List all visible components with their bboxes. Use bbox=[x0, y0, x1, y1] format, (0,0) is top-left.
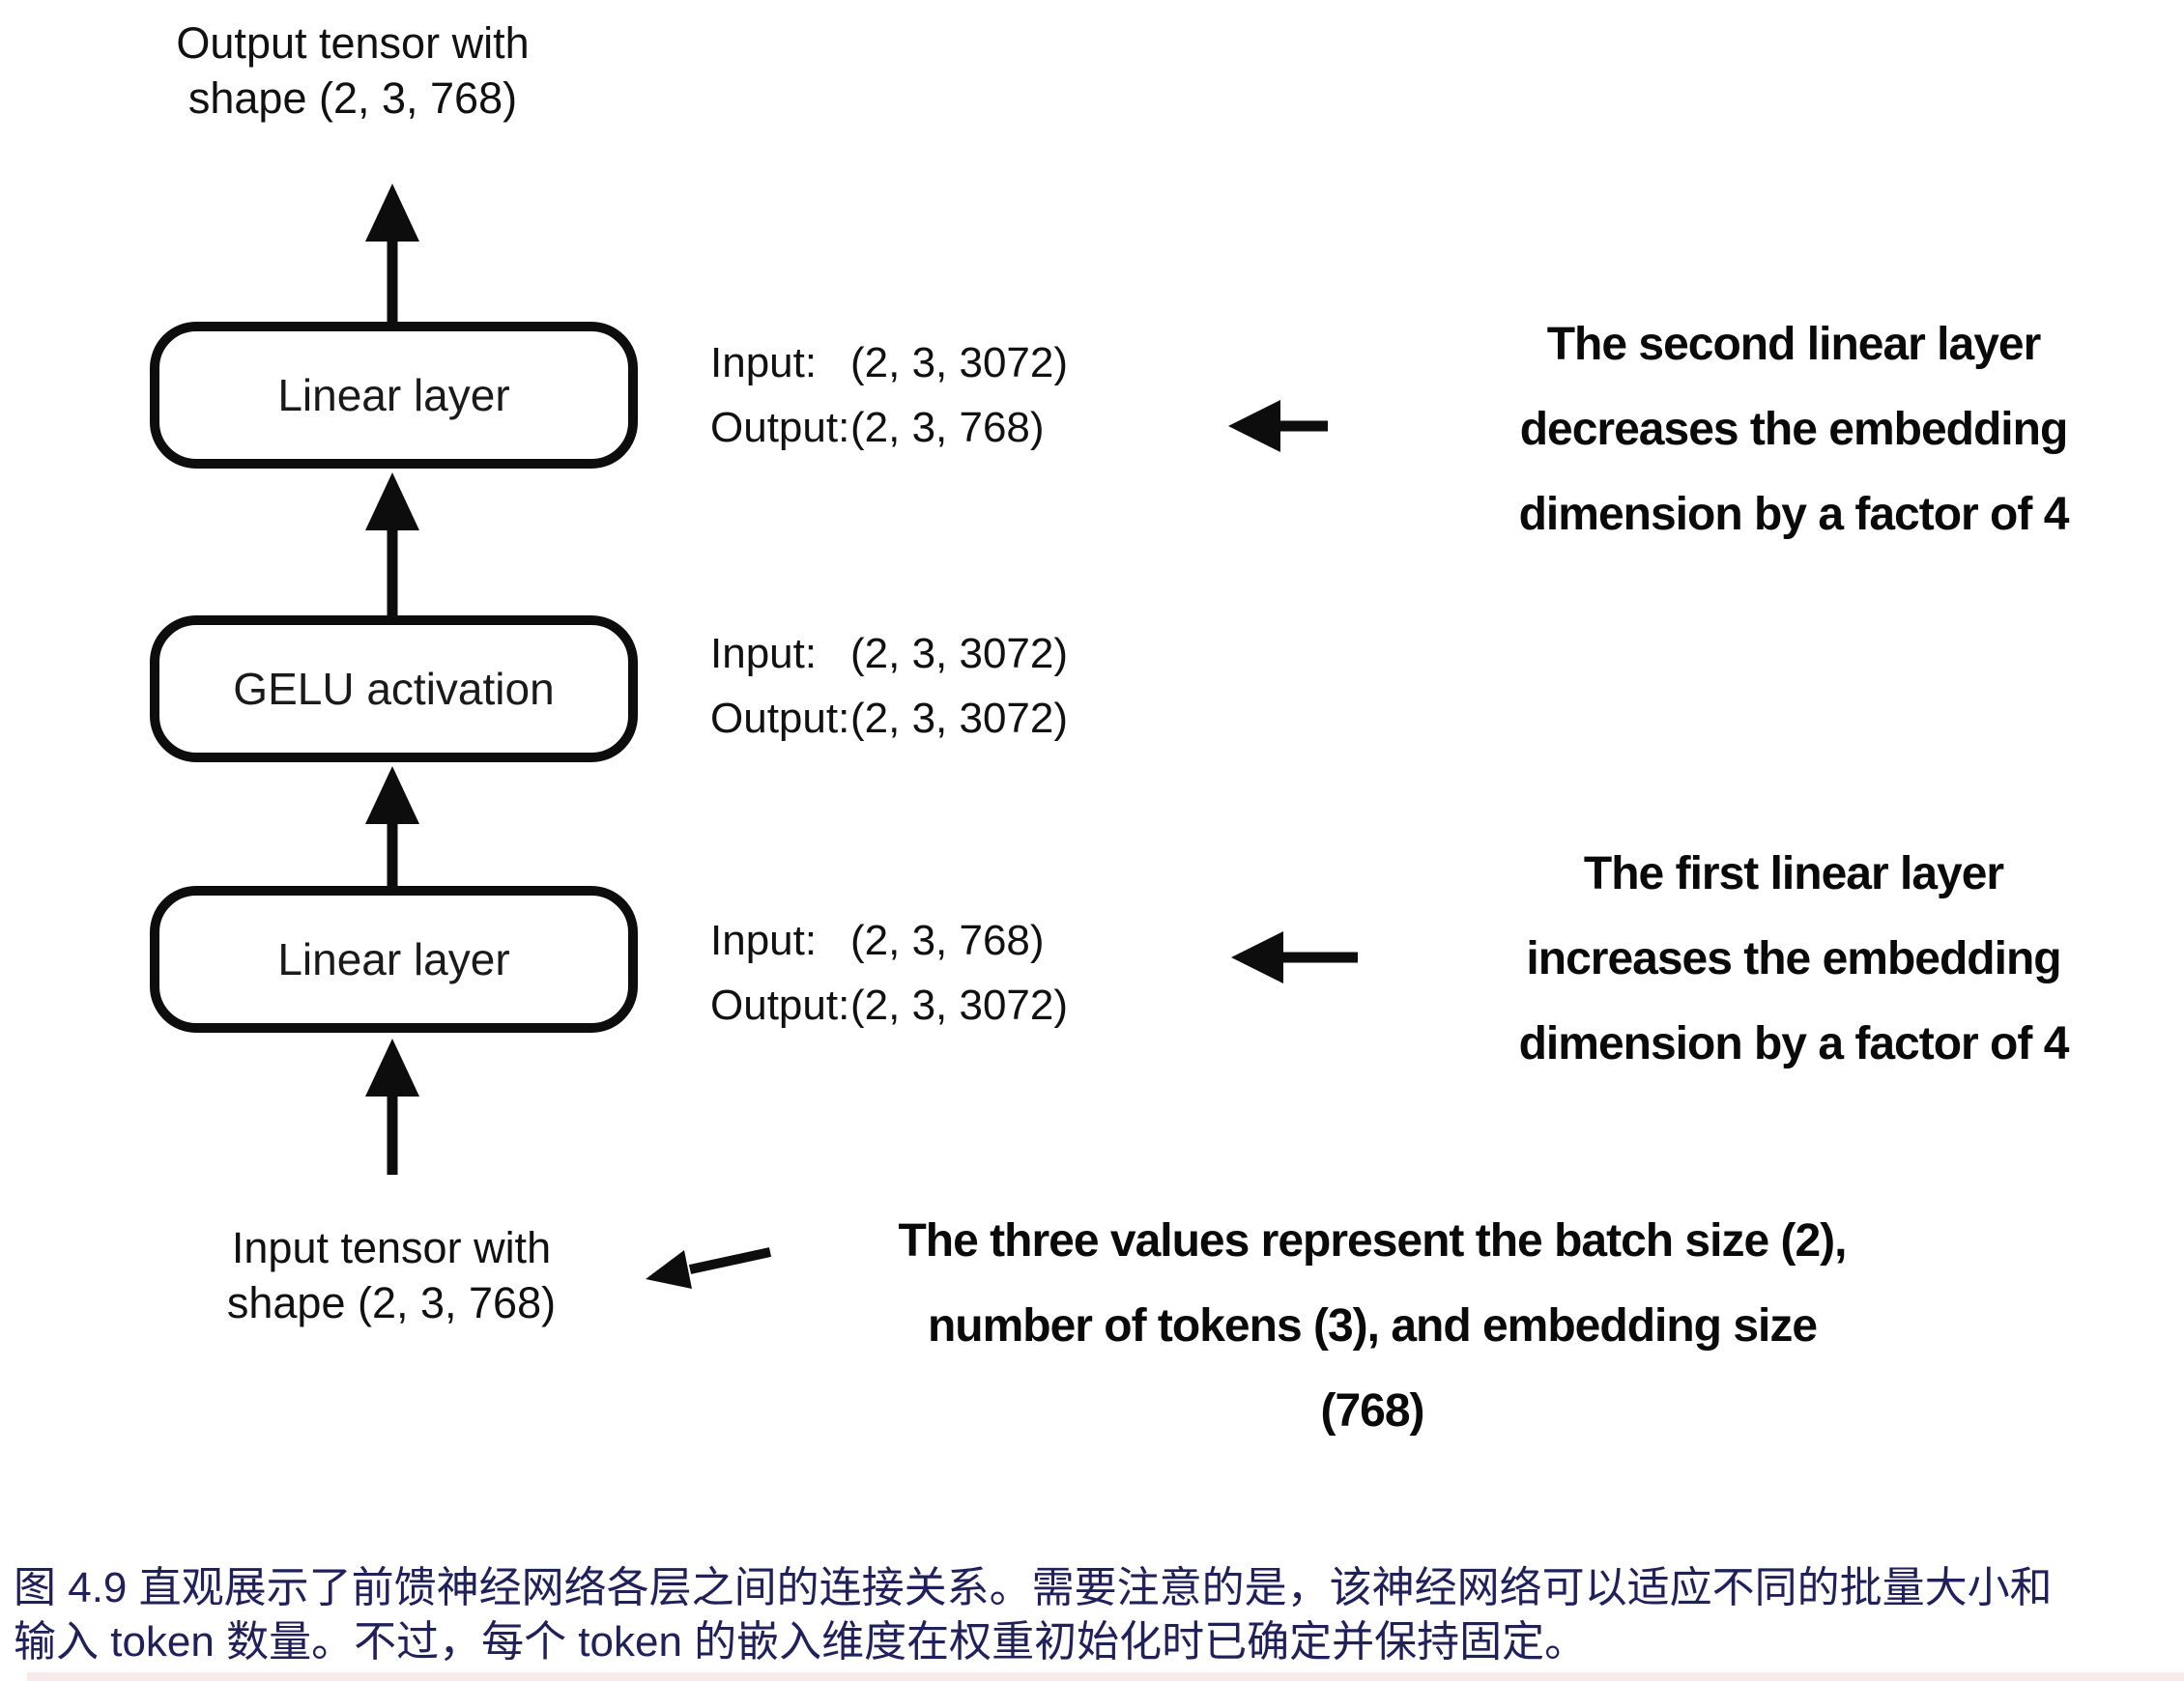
input-tensor-label-line1: Input tensor with bbox=[231, 1223, 552, 1272]
io-row: Input: (2, 3, 768) bbox=[710, 908, 1068, 973]
io-input-value: (2, 3, 3072) bbox=[850, 630, 1069, 677]
annotation-line: dimension by a factor of 4 bbox=[1518, 1018, 2070, 1069]
annotation-second-linear-layer: The second linear layer decreases the em… bbox=[1450, 302, 2138, 557]
linear-layer-1-label: Linear layer bbox=[277, 934, 510, 984]
io-row: Output: (2, 3, 3072) bbox=[710, 686, 1068, 751]
annotation-three-values: The three values represent the batch siz… bbox=[783, 1199, 1962, 1454]
annotation-line: The second linear layer bbox=[1546, 319, 2042, 370]
io-input-label: Input: bbox=[710, 917, 818, 964]
linear-layer-2-box: Linear layer bbox=[150, 322, 638, 469]
io-shapes-linear2: Input: (2, 3, 3072) Output: (2, 3, 768) bbox=[710, 330, 1068, 460]
io-row: Output: (2, 3, 768) bbox=[710, 395, 1068, 460]
arrow-annotation-first-linear-icon bbox=[1231, 931, 1358, 983]
io-output-value: (2, 3, 3072) bbox=[850, 982, 1069, 1029]
linear-layer-1-box: Linear layer bbox=[150, 886, 638, 1033]
annotation-line: number of tokens (3), and embedding size bbox=[927, 1300, 1818, 1352]
gelu-activation-box: GELU activation bbox=[150, 615, 638, 762]
figure-caption-line2: 输入 token 数量。不过，每个 token 的嵌入维度在权重初始化时已确定并… bbox=[14, 1618, 1588, 1666]
output-tensor-label-line1: Output tensor with bbox=[176, 18, 530, 68]
linear-layer-2-label: Linear layer bbox=[277, 370, 510, 420]
input-tensor-label: Input tensor with shape (2, 3, 768) bbox=[130, 1220, 652, 1330]
arrow-up-to-output-icon bbox=[365, 184, 419, 322]
output-tensor-label: Output tensor with shape (2, 3, 768) bbox=[92, 15, 614, 126]
annotation-line: increases the embedding bbox=[1526, 933, 2061, 984]
annotation-line: (768) bbox=[1320, 1385, 1424, 1437]
io-output-label: Output: bbox=[710, 695, 850, 742]
annotation-line: The three values represent the batch siz… bbox=[898, 1215, 1847, 1267]
bottom-highlight-strip bbox=[27, 1672, 2184, 1681]
io-shapes-linear1: Input: (2, 3, 768) Output: (2, 3, 3072) bbox=[710, 908, 1068, 1038]
io-output-value: (2, 3, 768) bbox=[850, 404, 1045, 451]
arrow-annotation-second-linear-icon bbox=[1228, 400, 1328, 452]
input-tensor-label-line2: shape (2, 3, 768) bbox=[226, 1278, 557, 1327]
io-output-value: (2, 3, 3072) bbox=[850, 695, 1069, 742]
io-row: Input: (2, 3, 3072) bbox=[710, 621, 1068, 686]
io-input-value: (2, 3, 768) bbox=[850, 917, 1045, 964]
io-input-label: Input: bbox=[710, 339, 818, 386]
figure-caption-line1: 图 4.9 直观展示了前馈神经网络各层之间的连接关系。需要注意的是，该神经网络可… bbox=[14, 1564, 2053, 1611]
io-row: Input: (2, 3, 3072) bbox=[710, 330, 1068, 395]
io-shapes-gelu: Input: (2, 3, 3072) Output: (2, 3, 3072) bbox=[710, 621, 1068, 751]
io-input-label: Input: bbox=[710, 630, 818, 677]
arrow-annotation-input-tensor-icon bbox=[646, 1247, 772, 1289]
figure-caption: 图 4.9 直观展示了前馈神经网络各层之间的连接关系。需要注意的是，该神经网络可… bbox=[14, 1561, 2170, 1669]
arrow-gelu-to-linear2-icon bbox=[365, 472, 419, 617]
annotation-first-linear-layer: The first linear layer increases the emb… bbox=[1450, 832, 2138, 1087]
gelu-activation-label: GELU activation bbox=[233, 664, 555, 714]
io-input-value: (2, 3, 3072) bbox=[850, 339, 1069, 386]
annotation-line: decreases the embedding bbox=[1519, 404, 2069, 455]
arrow-linear1-to-gelu-icon bbox=[365, 766, 419, 888]
annotation-line: dimension by a factor of 4 bbox=[1518, 489, 2070, 540]
io-row: Output: (2, 3, 3072) bbox=[710, 973, 1068, 1038]
output-tensor-label-line2: shape (2, 3, 768) bbox=[187, 73, 518, 123]
arrow-input-to-linear1-icon bbox=[365, 1039, 419, 1175]
io-output-label: Output: bbox=[710, 404, 850, 451]
io-output-label: Output: bbox=[710, 982, 850, 1029]
annotation-line: The first linear layer bbox=[1583, 848, 2004, 899]
